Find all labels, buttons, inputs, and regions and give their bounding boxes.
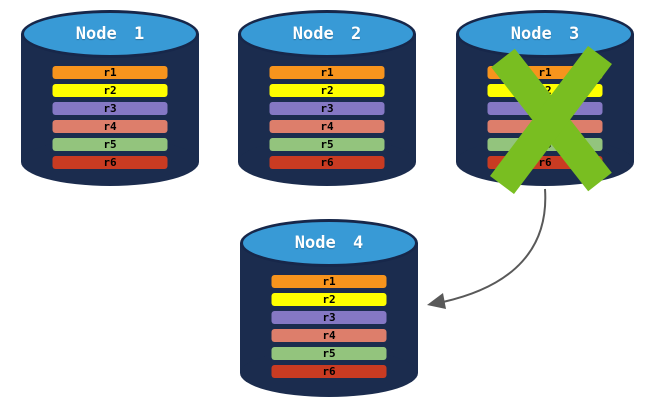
db-node-1: Node 1 r1 r2 r3 r4 r5 r6	[21, 10, 199, 186]
replica-rows: r1 r2 r3 r4 r5 r6	[271, 275, 387, 383]
replica-row-r2: r2	[52, 84, 168, 97]
replica-row-r4: r4	[487, 120, 603, 133]
replica-row-r1: r1	[271, 275, 387, 288]
replica-row-r2: r2	[271, 293, 387, 306]
replica-row-r3: r3	[271, 311, 387, 324]
db-node-2: Node 2 r1 r2 r3 r4 r5 r6	[238, 10, 416, 186]
node-title: Node 2	[292, 24, 362, 44]
db-node-3: Node 3 r1 r2 r3 r4 r5 r6	[456, 10, 634, 186]
cylinder-top: Node 2	[238, 10, 416, 58]
replica-row-r2: r2	[487, 84, 603, 97]
replica-row-r4: r4	[269, 120, 385, 133]
node-title: Node 3	[510, 24, 580, 44]
replica-row-r3: r3	[52, 102, 168, 115]
failover-arrowhead-icon	[427, 293, 446, 309]
replica-rows: r1 r2 r3 r4 r5 r6	[269, 66, 385, 174]
cylinder-top: Node 1	[21, 10, 199, 58]
node-title: Node 4	[294, 233, 364, 253]
replica-row-r4: r4	[52, 120, 168, 133]
replica-row-r6: r6	[487, 156, 603, 169]
replica-row-r3: r3	[269, 102, 385, 115]
replica-row-r6: r6	[269, 156, 385, 169]
replica-row-r5: r5	[487, 138, 603, 151]
replica-row-r6: r6	[271, 365, 387, 378]
replica-row-r5: r5	[52, 138, 168, 151]
replica-row-r1: r1	[487, 66, 603, 79]
failover-arrow-line	[442, 188, 547, 303]
replica-row-r4: r4	[271, 329, 387, 342]
replica-row-r5: r5	[271, 347, 387, 360]
replica-row-r1: r1	[269, 66, 385, 79]
replica-row-r1: r1	[52, 66, 168, 79]
replica-rows: r1 r2 r3 r4 r5 r6	[487, 66, 603, 174]
replica-row-r3: r3	[487, 102, 603, 115]
replica-row-r2: r2	[269, 84, 385, 97]
node-title: Node 1	[75, 24, 145, 44]
db-node-4: Node 4 r1 r2 r3 r4 r5 r6	[240, 219, 418, 397]
replica-row-r5: r5	[269, 138, 385, 151]
cylinder-top: Node 3	[456, 10, 634, 58]
replica-row-r6: r6	[52, 156, 168, 169]
replica-rows: r1 r2 r3 r4 r5 r6	[52, 66, 168, 174]
cylinder-top: Node 4	[240, 219, 418, 267]
